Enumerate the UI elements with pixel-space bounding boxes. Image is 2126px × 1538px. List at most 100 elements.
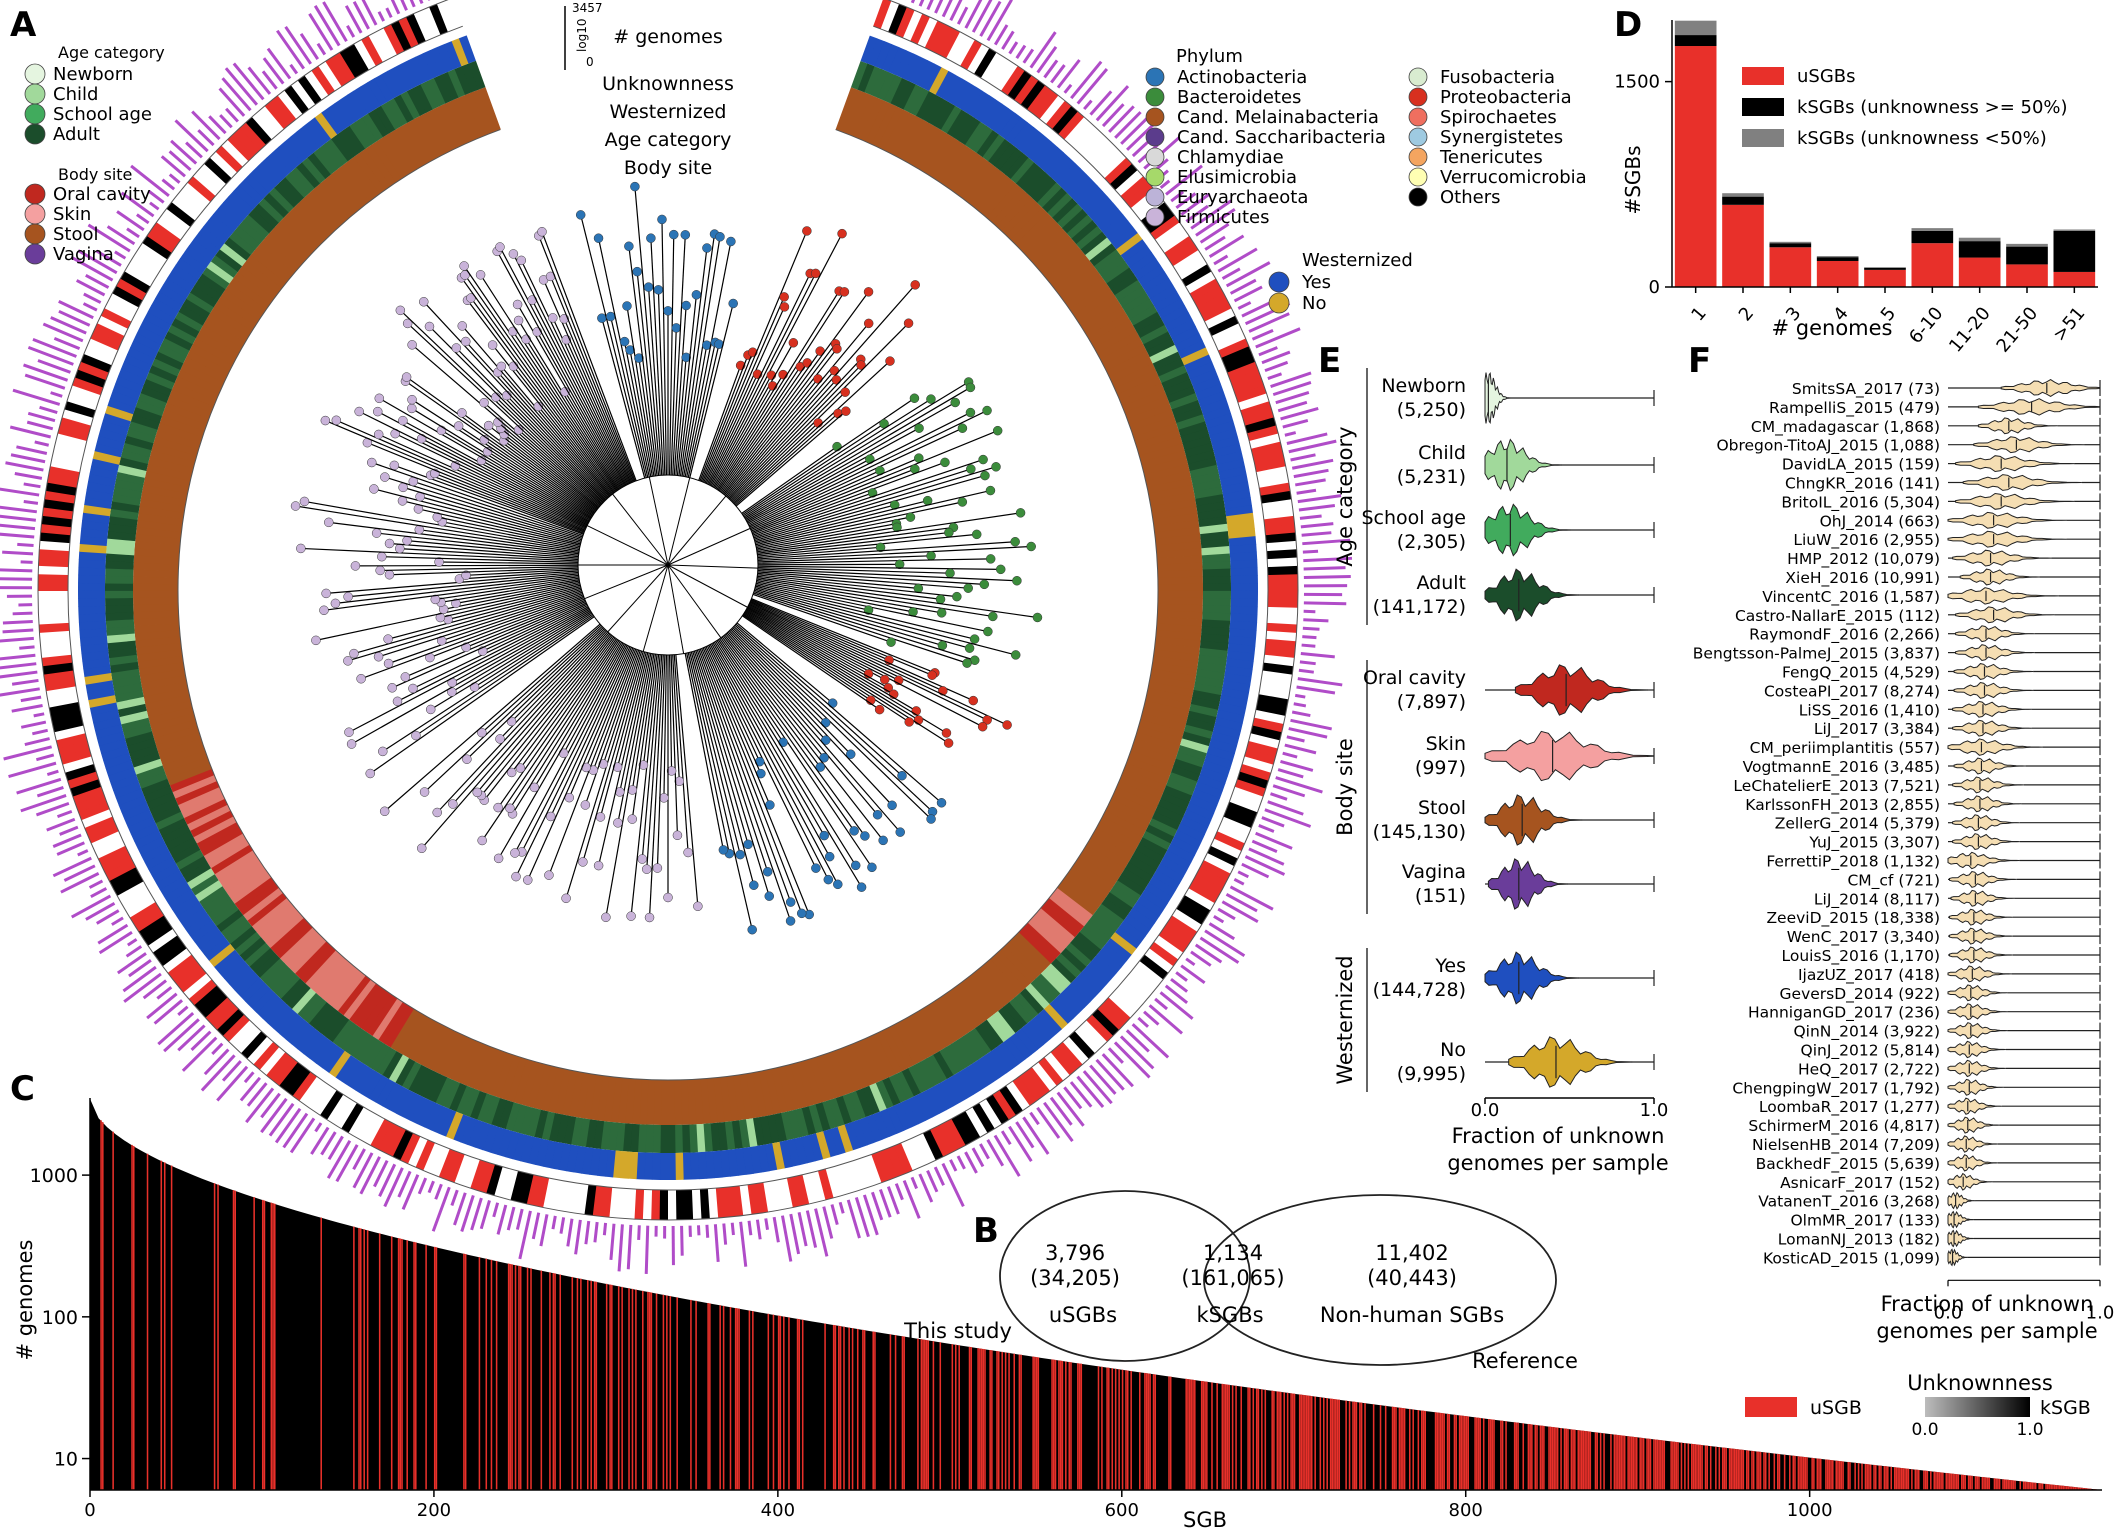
- westernized-ring-cell: [1144, 882, 1172, 904]
- genome-count-spike: [359, 1156, 381, 1195]
- tree-tip: [597, 313, 607, 323]
- unknownness-ring-cell: [77, 361, 109, 381]
- usgb-bar: [1188, 1379, 1191, 1490]
- phylum-legend-label: Chlamydiae: [1177, 147, 1284, 168]
- tree-tip: [926, 394, 936, 404]
- unknownness-ring-cell: [188, 979, 217, 1006]
- unknownness-ring-cell: [54, 724, 86, 741]
- usgb-bar: [1020, 1354, 1022, 1490]
- westernized-ring-cell: [793, 1136, 808, 1166]
- westernized-ring-cell: [1132, 901, 1160, 924]
- age-ring-cell: [787, 1109, 802, 1139]
- age-ring-cell: [1074, 931, 1102, 956]
- usgb-bar: [1890, 1466, 1893, 1490]
- age-ring-cell: [992, 1011, 1016, 1038]
- unknownness-ring-cell: [1201, 300, 1232, 323]
- usgb-bar: [1276, 1391, 1279, 1490]
- tree-tip: [561, 893, 571, 904]
- f-row-label: ZeeviD_2015 (18,338): [1766, 909, 1940, 928]
- age-ring-cell: [940, 105, 962, 134]
- genome-count-spike: [1101, 103, 1125, 128]
- westernized-ring-cell: [604, 1149, 616, 1178]
- tree-branch: [447, 586, 581, 621]
- body-site-ring-cell: [1137, 436, 1183, 457]
- d-bar-ksgb-low: [1769, 241, 1812, 244]
- tree-branch: [592, 649, 638, 771]
- usgb-bar: [1384, 1405, 1387, 1490]
- unknownness-ring-cell: [216, 1008, 245, 1036]
- d-bar-ksgb-low: [1864, 267, 1906, 268]
- tree-branch: [605, 653, 653, 918]
- d-bar-ksgb-high: [1769, 243, 1812, 248]
- body-site-ring-cell: [1148, 484, 1195, 501]
- westernized-ring-cell: [888, 47, 907, 76]
- age-ring-cell: [406, 87, 427, 116]
- genome-count-spike: [1298, 503, 1336, 512]
- usgb-bar: [851, 1328, 854, 1490]
- unknownness-ring-cell: [1144, 948, 1174, 974]
- body-legend-label: Vagina: [53, 244, 114, 265]
- tree-tip: [643, 282, 654, 292]
- tree-branch: [750, 457, 920, 531]
- body-site-ring-cell: [1113, 787, 1158, 813]
- body-site-ring-cell: [921, 1005, 952, 1048]
- unknownness-ring-cell: [1068, 1031, 1095, 1060]
- usgb-bar: [1436, 1412, 1439, 1490]
- genome-count-spike: [539, 1214, 549, 1247]
- genome-count-spike: [979, 1143, 990, 1160]
- unknownness-ring-cell: [51, 449, 84, 465]
- unknownness-ring-cell: [52, 717, 84, 733]
- usgb-bar: [359, 1228, 362, 1490]
- unknownness-ring-cell: [1266, 540, 1297, 552]
- age-ring-cell: [216, 909, 244, 933]
- genome-count-spike: [1284, 743, 1317, 755]
- usgb-bar: [889, 1334, 892, 1490]
- body-site-ring-cell: [264, 232, 304, 269]
- unknownness-ring-cell: [723, 1186, 735, 1218]
- body-site-ring-cell: [1064, 872, 1106, 905]
- age-ring-cell: [113, 486, 143, 499]
- body-site-ring-cell: [133, 609, 179, 620]
- body-site-ring-cell: [1072, 861, 1114, 893]
- genome-count-spike: [2, 628, 34, 634]
- tree-branch: [503, 440, 597, 512]
- tree-branch: [661, 219, 668, 476]
- phylum-legend-swatch: [1145, 87, 1165, 107]
- tree-tip: [371, 528, 382, 538]
- age-ring-cell: [1194, 675, 1224, 689]
- tree-tip: [508, 361, 519, 372]
- westernized-ring-cell: [899, 1099, 919, 1128]
- genome-count-spike: [320, 1131, 337, 1156]
- unknownness-ring-cell: [146, 228, 177, 253]
- westernized-ring-cell: [1200, 398, 1229, 415]
- genome-count-spike: [506, 1206, 516, 1231]
- body-site-ring-cell: [777, 1066, 795, 1112]
- usgb-bar: [922, 1339, 924, 1490]
- westernized-ring-cell: [234, 971, 260, 997]
- tree-tip: [905, 512, 916, 522]
- age-ring-cell: [308, 1001, 333, 1029]
- usgb-bar: [1286, 1392, 1289, 1490]
- tree-branch: [748, 604, 899, 681]
- westernized-ring-cell: [445, 1111, 464, 1140]
- tree-branch: [441, 429, 591, 520]
- usgb-bar: [1013, 1353, 1016, 1490]
- phylum-legend-label: Cand. Saccharibacteria: [1177, 127, 1386, 148]
- usgb-bar: [989, 1350, 991, 1490]
- tree-tip: [319, 605, 329, 616]
- body-site-ring-cell: [899, 1018, 927, 1062]
- body-site-ring-cell: [1006, 202, 1043, 241]
- genome-count-spike: [1022, 48, 1035, 64]
- unknownness-ring-cell: [1033, 90, 1059, 120]
- unknownness-ring-cell: [1265, 638, 1296, 651]
- panel-e-xlabel-1: Fraction of unknown: [1452, 1124, 1665, 1148]
- westernized-ring-cell: [151, 297, 179, 319]
- unknownness-ring-cell: [121, 887, 152, 911]
- tree-branch: [402, 500, 581, 545]
- tree-tip: [832, 344, 842, 354]
- body-site-ring-cell: [142, 681, 188, 697]
- f-x-tick-label: 1.0: [2086, 1302, 2115, 1323]
- tree-tip: [430, 594, 441, 605]
- genome-count-spike: [153, 999, 184, 1025]
- usgb-bar: [977, 1348, 979, 1490]
